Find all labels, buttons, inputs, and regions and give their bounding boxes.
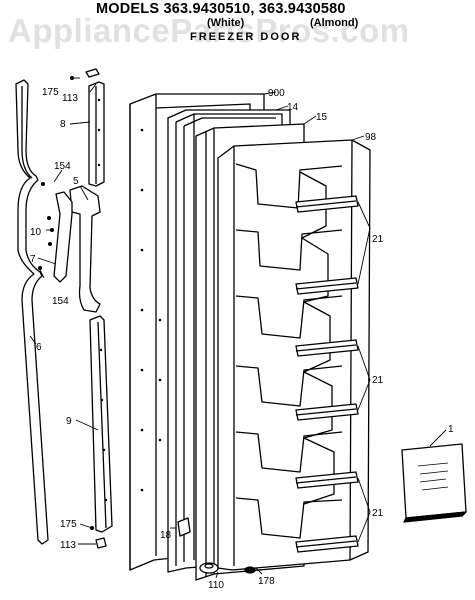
label-21-c: 21 — [372, 508, 384, 519]
door-handle-long — [15, 79, 49, 545]
hinge-cover-110 — [199, 562, 219, 574]
color-almond-label: (Almond) — [310, 17, 359, 29]
label-178: 178 — [258, 576, 275, 587]
label-9: 9 — [66, 416, 72, 427]
label-21-a: 21 — [372, 234, 384, 245]
label-18: 18 — [160, 530, 172, 541]
label-98: 98 — [365, 132, 377, 143]
door-stop-18 — [177, 517, 191, 537]
leader-lines — [29, 77, 447, 579]
label-175-top: 175 — [42, 87, 59, 98]
shelf-bar — [295, 195, 359, 213]
label-113-top: 113 — [62, 93, 78, 104]
shelf-bar — [295, 277, 359, 295]
diagram-subtitle: FREEZER DOOR — [190, 31, 302, 43]
label-14: 14 — [287, 102, 299, 113]
label-6: 6 — [36, 342, 42, 353]
label-7: 7 — [30, 254, 36, 265]
label-10: 10 — [30, 227, 42, 238]
label-175-bottom: 175 — [60, 519, 77, 530]
trim-strip-bottom — [89, 315, 113, 533]
models-title: MODELS 363.9430510, 363.9430580 — [96, 1, 346, 17]
trim-cap-top — [70, 68, 100, 80]
label-154-bottom: 154 — [52, 296, 69, 307]
shelf-bar — [295, 535, 359, 553]
label-113-bottom: 113 — [60, 540, 76, 551]
label-8: 8 — [60, 119, 66, 130]
shelf-bars — [295, 195, 359, 553]
bushing-178 — [244, 566, 256, 574]
color-white-label: (White) — [207, 17, 245, 29]
label-154-top: 154 — [54, 161, 71, 172]
shelf-bar — [295, 403, 359, 421]
instruction-booklet — [401, 443, 467, 523]
label-900: 900 — [268, 88, 285, 99]
shelf-bar — [295, 471, 359, 489]
label-21-b: 21 — [372, 375, 384, 386]
trim-strip-top — [88, 81, 105, 187]
label-110: 110 — [208, 580, 224, 591]
label-5: 5 — [73, 176, 79, 187]
label-1: 1 — [448, 424, 454, 435]
door-handle-short — [38, 182, 101, 313]
shelf-bar — [295, 339, 359, 357]
door-liner — [217, 139, 371, 571]
trim-cap-bottom — [90, 526, 107, 549]
label-15: 15 — [316, 112, 328, 123]
